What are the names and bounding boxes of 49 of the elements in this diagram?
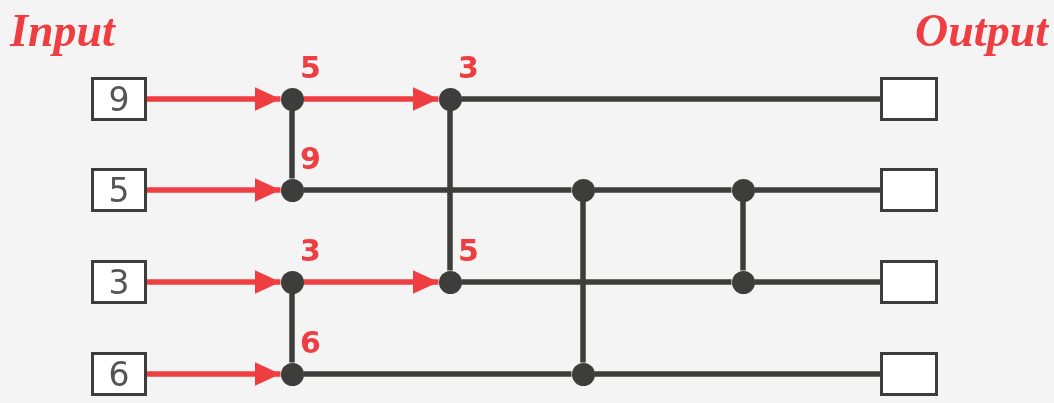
comparator-dot: [731, 270, 755, 294]
connector-line: [461, 96, 880, 102]
value-text: 9: [108, 82, 130, 116]
connector-line: [289, 293, 295, 363]
value-label: 6: [300, 328, 321, 358]
value-text: 3: [108, 265, 130, 299]
comparator-dot: [280, 270, 304, 294]
arrow: [303, 87, 439, 111]
arrow: [147, 178, 281, 202]
output-box: [880, 77, 938, 121]
connector-line: [303, 187, 572, 193]
output-box: [880, 352, 938, 396]
comparator-dot: [438, 87, 462, 111]
heading-label: Input: [10, 8, 115, 54]
connector-line: [461, 279, 732, 285]
connector-line: [447, 110, 453, 271]
comparator-dot: [438, 270, 462, 294]
output-box: [880, 168, 938, 212]
value-label: 5: [300, 53, 321, 83]
connector-line: [754, 187, 880, 193]
comparator-dot: [280, 178, 304, 202]
arrow: [147, 270, 281, 294]
comparator-dot: [280, 87, 304, 111]
value-text: 6: [108, 357, 130, 391]
arrow: [147, 362, 281, 386]
output-box: [880, 260, 938, 304]
comparator-dot: [571, 178, 595, 202]
value-label: 9: [300, 144, 321, 174]
heading-label: Output: [915, 8, 1048, 54]
input-box: [91, 168, 147, 212]
arrow: [147, 87, 281, 111]
value-label: 3: [458, 53, 479, 83]
input-box: [91, 260, 147, 304]
arrow: [303, 270, 439, 294]
value-label: 3: [300, 236, 321, 266]
comparator-dot: [571, 362, 595, 386]
connector-line: [303, 371, 572, 377]
value-text: 5: [108, 173, 130, 207]
comparator-dot: [280, 362, 304, 386]
input-box: [91, 352, 147, 396]
value-label: 5: [458, 236, 479, 266]
input-box: [91, 77, 147, 121]
connector-line: [740, 201, 746, 271]
connector-line: [754, 279, 880, 285]
connector-line: [289, 110, 295, 179]
connector-line: [594, 371, 880, 377]
comparator-dot: [731, 178, 755, 202]
connector-line: [580, 201, 586, 363]
connector-line: [594, 187, 732, 193]
